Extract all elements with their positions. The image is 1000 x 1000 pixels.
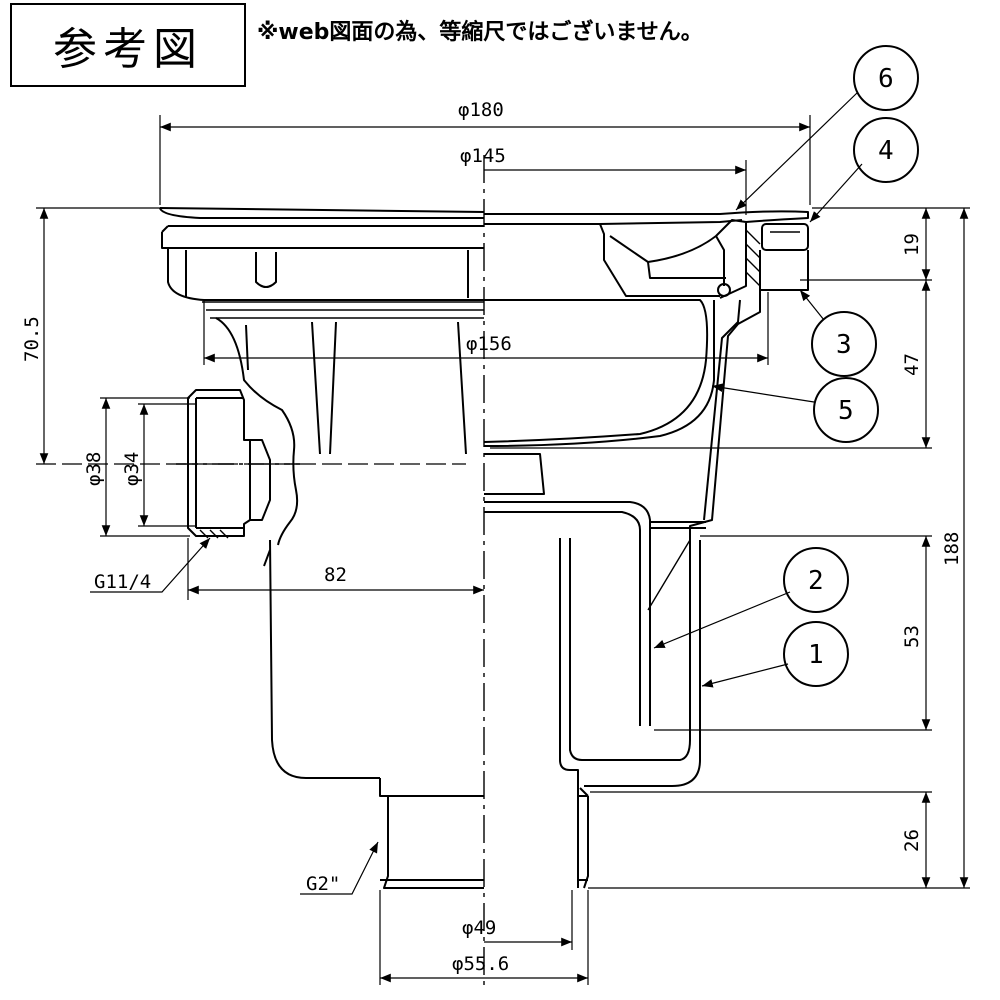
part-number-1: 1 bbox=[808, 640, 824, 670]
dim-d38: φ38 bbox=[83, 452, 105, 486]
part-number-5: 5 bbox=[838, 396, 854, 426]
part-callout-6: 6 bbox=[735, 45, 919, 211]
part-number-6: 6 bbox=[878, 64, 894, 94]
part-callout-1: 1 bbox=[701, 621, 849, 688]
part-callout-2: 2 bbox=[653, 547, 849, 649]
thread-g11-4: G11/4 bbox=[94, 571, 151, 593]
part-number-3: 3 bbox=[836, 330, 852, 360]
dimension-lines bbox=[36, 115, 970, 985]
scale-note: ※web図面の為、等縮尺ではございません。 bbox=[257, 20, 703, 45]
thread-g2: G2" bbox=[306, 873, 340, 895]
part-number-2: 2 bbox=[808, 566, 824, 596]
dim-h47: 47 bbox=[901, 353, 923, 376]
reference-label: 参考図 bbox=[10, 3, 246, 87]
dim-h70-5: 70.5 bbox=[21, 316, 43, 362]
dim-d55-6: φ55.6 bbox=[452, 953, 509, 975]
dim-d145: φ145 bbox=[460, 145, 506, 167]
dim-h26: 26 bbox=[901, 829, 923, 852]
left-exterior-view bbox=[159, 207, 485, 889]
dim-h19: 19 bbox=[901, 233, 923, 256]
dim-d156: φ156 bbox=[466, 333, 512, 355]
part-callout-5: 5 bbox=[711, 377, 879, 443]
dim-h53: 53 bbox=[901, 625, 923, 648]
dim-w82: 82 bbox=[324, 564, 347, 586]
part-number-4: 4 bbox=[878, 136, 894, 166]
dim-d34: φ34 bbox=[121, 452, 143, 486]
dim-d49: φ49 bbox=[462, 917, 496, 939]
dim-h188: 188 bbox=[941, 532, 963, 566]
dim-d180: φ180 bbox=[458, 99, 504, 121]
part-callout-4: 4 bbox=[809, 117, 919, 223]
right-section-view bbox=[483, 210, 809, 889]
part-callout-3: 3 bbox=[799, 289, 877, 377]
